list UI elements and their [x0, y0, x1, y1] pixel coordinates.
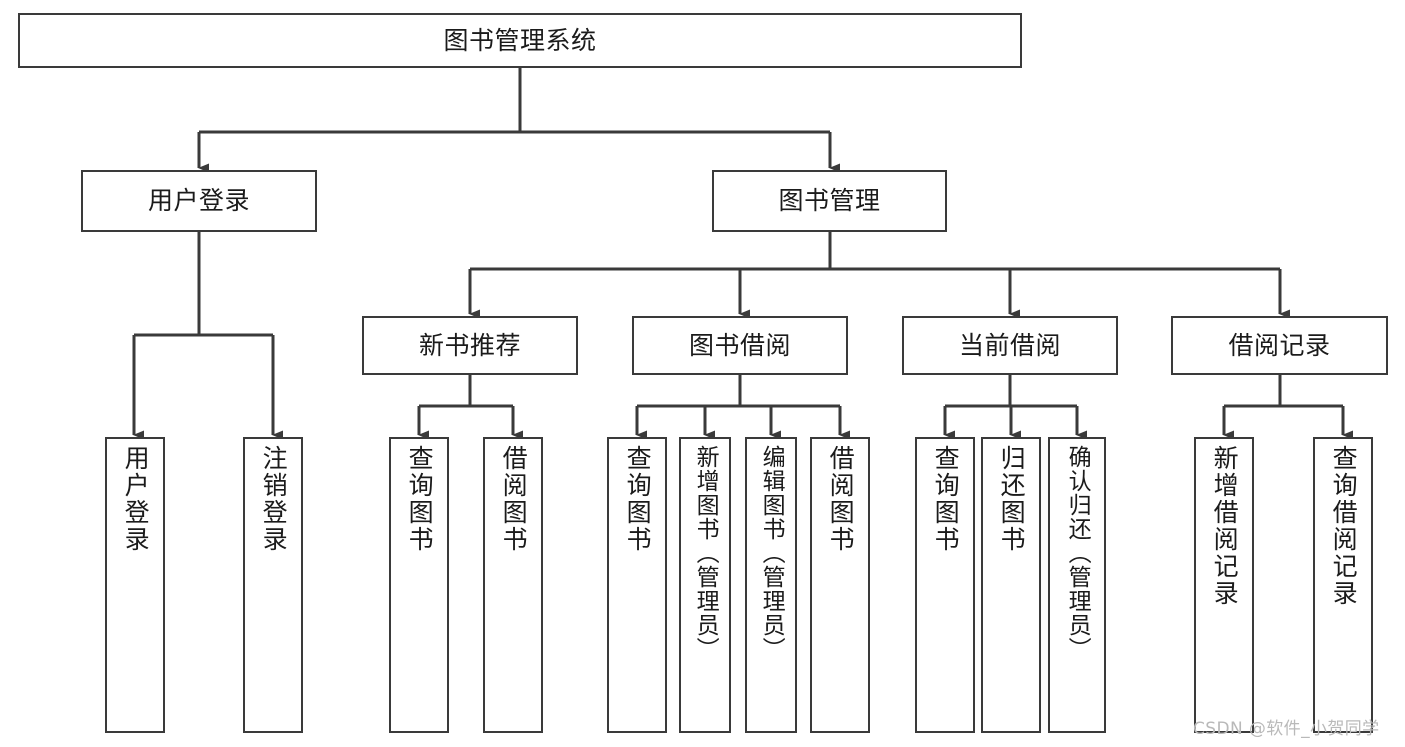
node-leaf-query-book-1[interactable]: 查询图书 — [389, 437, 449, 733]
node-new-book-recommend[interactable]: 新书推荐 — [362, 316, 578, 375]
node-leaf-logout-login[interactable]: 注销登录 — [243, 437, 303, 733]
node-leaf-query-borrow-record[interactable]: 查询借阅记录 — [1313, 437, 1373, 733]
node-borrow-record[interactable]: 借阅记录 — [1171, 316, 1388, 375]
node-label: 新增借阅记录 — [1210, 445, 1240, 607]
node-root-book-management-system[interactable]: 图书管理系统 — [18, 13, 1022, 68]
node-label: 新书推荐 — [418, 330, 521, 360]
node-leaf-add-borrow-record[interactable]: 新增借阅记录 — [1194, 437, 1254, 733]
node-label: 查询借阅记录 — [1329, 445, 1359, 607]
node-label: 查询图书 — [931, 445, 961, 553]
node-leaf-confirm-return[interactable]: 确认归还（管理员） — [1048, 437, 1106, 733]
node-leaf-edit-book[interactable]: 编辑图书（管理员） — [745, 437, 797, 733]
node-leaf-borrow-book-2[interactable]: 借阅图书 — [810, 437, 870, 733]
node-leaf-add-book[interactable]: 新增图书（管理员） — [679, 437, 731, 733]
node-label: 查询图书 — [405, 445, 435, 553]
node-user-login[interactable]: 用户登录 — [81, 170, 317, 232]
node-leaf-return-book[interactable]: 归还图书 — [981, 437, 1041, 733]
node-label: 借阅图书 — [499, 445, 529, 553]
node-leaf-borrow-book-1[interactable]: 借阅图书 — [483, 437, 543, 733]
node-label: 借阅记录 — [1228, 330, 1331, 360]
node-label: 确认归还（管理员） — [1064, 445, 1091, 661]
node-label: 注销登录 — [259, 445, 289, 553]
node-book-borrow[interactable]: 图书借阅 — [632, 316, 848, 375]
node-leaf-user-login[interactable]: 用户登录 — [105, 437, 165, 733]
node-leaf-query-book-3[interactable]: 查询图书 — [915, 437, 975, 733]
node-label: 当前借阅 — [958, 330, 1061, 360]
node-label: 编辑图书（管理员） — [758, 445, 785, 661]
node-label: 图书管理 — [778, 186, 881, 215]
node-label: 图书借阅 — [688, 330, 791, 360]
node-label: 查询图书 — [623, 445, 653, 553]
node-leaf-query-book-2[interactable]: 查询图书 — [607, 437, 667, 733]
node-label: 用户登录 — [147, 186, 250, 215]
node-book-management[interactable]: 图书管理 — [712, 170, 947, 232]
node-label: 新增图书（管理员） — [692, 445, 719, 661]
csdn-watermark: CSDN @软件_小贺同学 — [1193, 719, 1380, 739]
node-label: 图书管理系统 — [443, 25, 597, 55]
node-label: 用户登录 — [121, 445, 151, 553]
node-current-borrow[interactable]: 当前借阅 — [902, 316, 1118, 375]
edge-lines — [132, 68, 1353, 440]
node-label: 借阅图书 — [826, 445, 856, 553]
node-label: 归还图书 — [997, 445, 1027, 553]
